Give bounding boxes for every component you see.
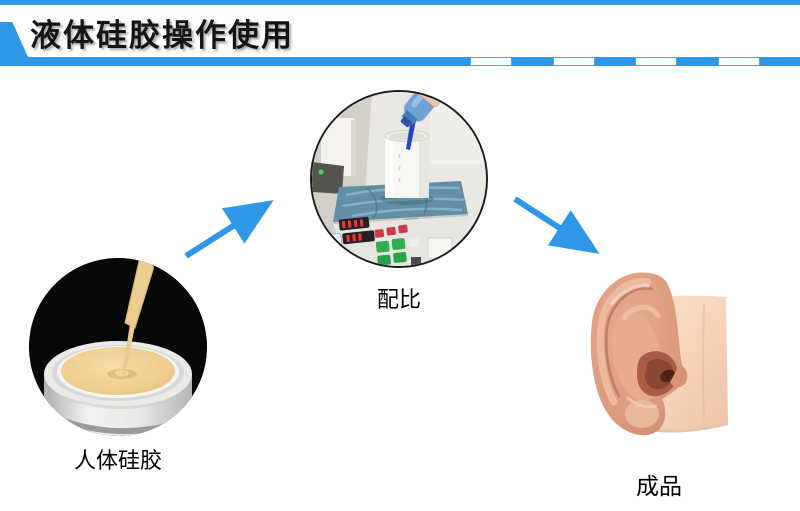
rule-dash-segment — [759, 57, 800, 66]
silicone-ear-model-photo — [582, 264, 747, 442]
rule-dash-gap — [470, 57, 513, 66]
arrow-material-to-mixing — [184, 200, 274, 259]
top-border-bar — [0, 0, 800, 5]
header-accent-shape — [0, 22, 28, 57]
rule-dash-segment — [677, 57, 718, 66]
step-label-product: 成品 — [636, 473, 682, 499]
step-label-material: 人体硅胶 — [73, 448, 162, 473]
page-title: 液体硅胶操作使用 — [30, 18, 294, 53]
header-rule — [0, 57, 800, 66]
rule-dash-gap — [635, 57, 678, 66]
liquid-silicone-bucket-photo — [29, 258, 207, 436]
step-label-mixing: 配比 — [376, 287, 421, 312]
electronic-scale-weighing-photo — [310, 90, 488, 268]
header-rule-solid — [0, 57, 470, 66]
rule-dash-segment — [512, 57, 553, 66]
arrow-mixing-to-product — [513, 196, 600, 254]
rule-dash-segment — [594, 57, 635, 66]
rule-dash-gap — [717, 57, 760, 66]
header-rule-dashes — [470, 57, 800, 66]
rule-dash-gap — [552, 57, 595, 66]
